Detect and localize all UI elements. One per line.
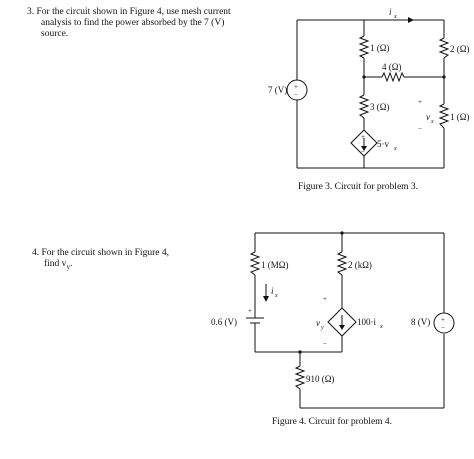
- fig3-dep-plus: +: [361, 133, 365, 141]
- fig3-r1-label: 1 (Ω): [370, 43, 389, 53]
- dependent-source-5vx: [350, 129, 378, 157]
- fig4-r1m-label: 1 (MΩ): [261, 260, 288, 270]
- fig4-r910-label: 910 (Ω): [306, 374, 334, 384]
- fig4-06v-plus: +: [248, 307, 252, 315]
- fig4-dep-sub: x: [379, 324, 383, 330]
- fig4-vy-plus: +: [323, 295, 327, 303]
- dep-arrow-head-4: [339, 325, 345, 330]
- fig3-7v-label: 7 (V): [268, 85, 287, 95]
- fig4-06v-label: 0.6 (V): [211, 317, 237, 327]
- fig3-ix-sub: x: [393, 14, 397, 20]
- fig3-r4-label: 4 (Ω): [382, 62, 401, 72]
- fig4-ix-label: i: [271, 286, 274, 296]
- voltage-source-7v: [286, 79, 308, 101]
- fig4-caption: Figure 4. Circuit for problem 4.: [272, 416, 392, 427]
- fig3-dep-minus: −: [361, 148, 365, 156]
- fig3-ix-label: i: [389, 7, 392, 17]
- fig4-vy-minus: −: [323, 340, 327, 348]
- problem4-line2-text: find v: [44, 259, 67, 269]
- resistor-3ohm: [358, 94, 370, 119]
- problem4-line2-end: .: [69, 259, 73, 269]
- fig4-dep-label: 100·i: [357, 317, 376, 327]
- fig3-vx-minus: −: [418, 125, 422, 133]
- problem3-line1: 3. For the circuit shown in Figure 4, us…: [27, 7, 231, 17]
- figure4-circuit: [246, 232, 455, 409]
- voltage-source-8v: [433, 312, 455, 334]
- fig3-r3-label: 3 (Ω): [370, 102, 389, 112]
- fig3-r2-label: 2 (Ω): [450, 44, 469, 54]
- figure3-circuit: [286, 19, 450, 169]
- resistor-1mohm: [249, 251, 261, 276]
- fig3-7v-minus: −: [294, 91, 298, 99]
- fig3-caption: Figure 3. Circuit for problem 3.: [298, 181, 418, 192]
- problem4-line1: 4. For the circuit shown in Figure 4,: [32, 248, 169, 258]
- fig3-vx-plus: +: [418, 98, 422, 106]
- fig3-dep-label: 5·v: [377, 139, 389, 149]
- resistor-2ohm: [438, 37, 450, 59]
- resistor-2kohm: [336, 251, 348, 276]
- ix-arrow-head: [408, 17, 414, 23]
- resistor-4ohm: [381, 71, 405, 83]
- problem3-line3: source.: [41, 29, 69, 39]
- resistor-1ohm: [358, 35, 370, 59]
- problem4-line2-sub: y: [66, 262, 70, 271]
- dep-arrow-head-3: [361, 146, 367, 151]
- fig3-dep-sub: x: [393, 146, 397, 152]
- ix-arrow-head-4: [263, 296, 269, 302]
- fig4-r2k-label: 2 (kΩ): [348, 260, 372, 270]
- fig3-r1b-label: 1 (Ω): [450, 112, 469, 122]
- fig4-8v-plus: +: [441, 316, 445, 324]
- problem3-line2: analysis to find the power absorbed by t…: [41, 18, 225, 28]
- fig4-vy-sub: y: [320, 325, 324, 331]
- fig4-ix-sub: x: [274, 293, 278, 299]
- fig3-vx-sub: x: [430, 119, 434, 125]
- fig3-vx-label: v: [426, 112, 430, 122]
- resistor-910ohm: [294, 365, 306, 390]
- fig3-7v-plus: +: [294, 83, 298, 91]
- problem4-line2: find vy.: [44, 259, 72, 273]
- resistor-1ohm-b: [438, 103, 450, 129]
- fig4-vy-label: v: [316, 318, 320, 328]
- fig4-8v-minus: −: [441, 324, 445, 332]
- fig4-8v-label: 8 (V): [411, 317, 430, 327]
